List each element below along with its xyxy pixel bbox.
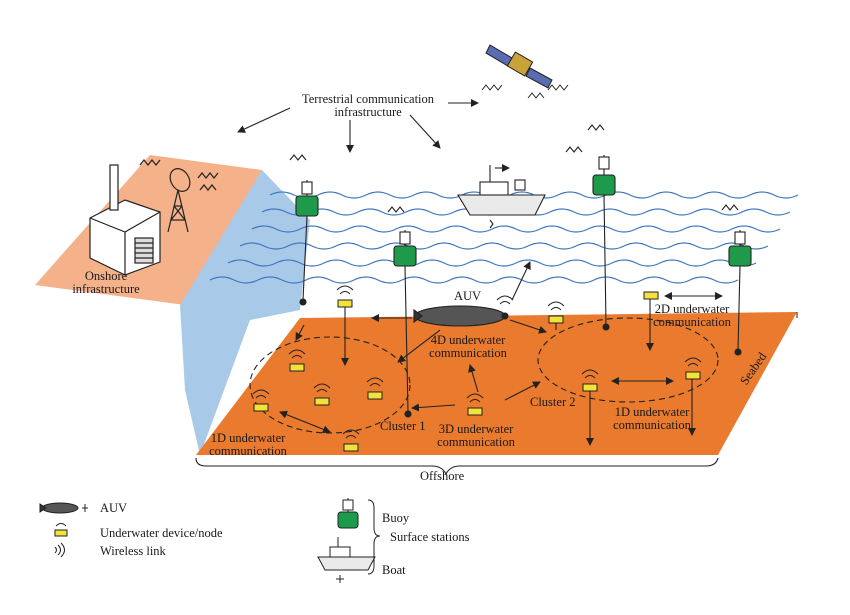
- legend-auv-label: AUV: [100, 501, 128, 515]
- legend-boat-icon: [317, 537, 376, 583]
- device-node: [467, 407, 483, 416]
- device-node: [548, 315, 564, 324]
- offshore-label: Offshore: [420, 469, 465, 483]
- auv-label: AUV: [454, 289, 482, 303]
- device-node: [337, 299, 353, 308]
- legend-device-icon: [54, 523, 68, 537]
- buoy-2: [387, 206, 417, 418]
- coastal-water: [180, 170, 310, 455]
- underwater-devices: [253, 291, 701, 452]
- offshore-brace: [195, 457, 719, 476]
- device-node: [685, 371, 701, 380]
- cluster-2-boundary: [537, 317, 719, 403]
- terrestrial-arrows: [237, 99, 479, 153]
- comm-4d-label: 4D underwater communication: [429, 333, 507, 360]
- comm-1d-right-label: 1D underwater communication: [613, 405, 691, 432]
- device-node: [253, 403, 269, 412]
- device-node: [314, 397, 330, 406]
- comm-2d-label: 2D underwater communication: [653, 302, 731, 329]
- surface-boat: [457, 164, 546, 229]
- legend-device-label: Underwater device/node: [100, 526, 223, 540]
- cluster-1-label: Cluster 1: [380, 419, 426, 433]
- legend-surface-stations-label: Surface stations: [390, 530, 470, 544]
- buoy-1: [289, 154, 319, 306]
- device-node: [582, 383, 598, 392]
- device-node: [289, 363, 305, 372]
- device-node: [367, 391, 383, 400]
- device-node: [343, 443, 359, 452]
- comm-1d-left-label: 1D underwater communication: [209, 431, 287, 458]
- satellite: [481, 44, 569, 99]
- device-node: [643, 291, 659, 300]
- communication-arrows: [279, 261, 723, 434]
- cluster-2-label: Cluster 2: [530, 395, 576, 409]
- antenna-tower: [139, 159, 219, 233]
- legend-buoy-label: Buoy: [382, 511, 410, 525]
- device-moorings: [341, 298, 696, 446]
- legend-boat-label: Boat: [382, 563, 406, 577]
- legend-buoy-icon: [337, 498, 359, 529]
- auv-vehicle: [413, 305, 509, 327]
- cluster-1-boundary: [249, 336, 411, 434]
- legend-icons: [39, 498, 381, 583]
- wireless-links: [252, 285, 702, 439]
- onshore-label: Onshore infrastructure: [72, 269, 140, 296]
- legend-wireless-icon: [54, 542, 65, 558]
- terrestrial-label: Terrestrial communication infrastructure: [301, 92, 435, 119]
- onshore-building: [89, 164, 161, 276]
- comm-3d-label: 3D underwater communication: [437, 422, 515, 449]
- legend-brace: [367, 499, 381, 575]
- buoy-3: [565, 124, 616, 331]
- buoy-4: [721, 204, 752, 356]
- legend-wireless-label: Wireless link: [100, 544, 166, 558]
- buoys: [289, 124, 752, 418]
- legend-auv-icon: [39, 502, 88, 514]
